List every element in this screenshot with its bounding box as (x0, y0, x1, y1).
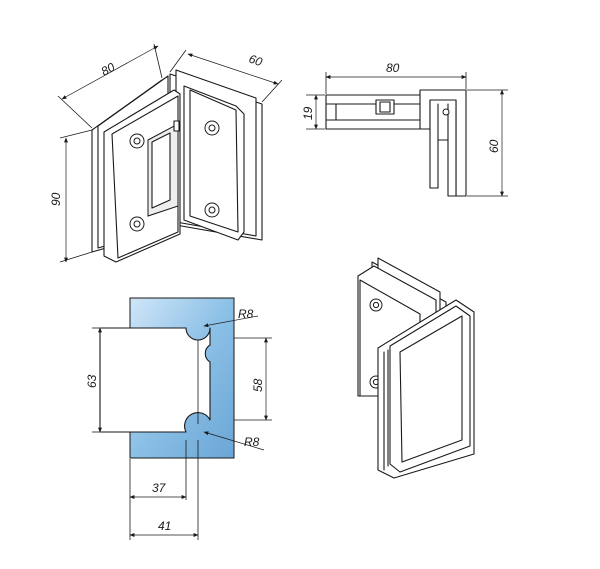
dim-depth-outer: 41 (158, 519, 171, 533)
dim-depth-inner: 37 (152, 481, 167, 495)
screw-right-bottom (204, 202, 220, 218)
dim-iso-height: 90 (49, 192, 63, 206)
dim-iso-width-a: 80 (99, 60, 118, 79)
dim-plate-height: 58 (251, 378, 265, 392)
dim-radius-top: R8 (238, 307, 254, 321)
dim-iso-width-b: 60 (247, 52, 264, 70)
isometric-hinge-view: 80 60 90 (49, 43, 283, 263)
dim-cut-height: 63 (85, 374, 99, 388)
dim-top-thickness: 19 (301, 106, 315, 120)
glass-cutout-view: 63 58 R8 R8 37 41 (85, 297, 272, 540)
screw-left-top (129, 133, 145, 149)
dim-top-length: 80 (386, 61, 400, 75)
screw-right-top (204, 120, 220, 136)
top-view-hinge: 80 19 60 (301, 61, 508, 197)
dim-radius-bottom: R8 (244, 435, 260, 449)
screw-iso2-top (369, 298, 383, 312)
isometric-hinge-view-2 (357, 257, 475, 479)
screw-left-bottom (129, 216, 145, 232)
dim-top-depth: 60 (487, 139, 501, 153)
